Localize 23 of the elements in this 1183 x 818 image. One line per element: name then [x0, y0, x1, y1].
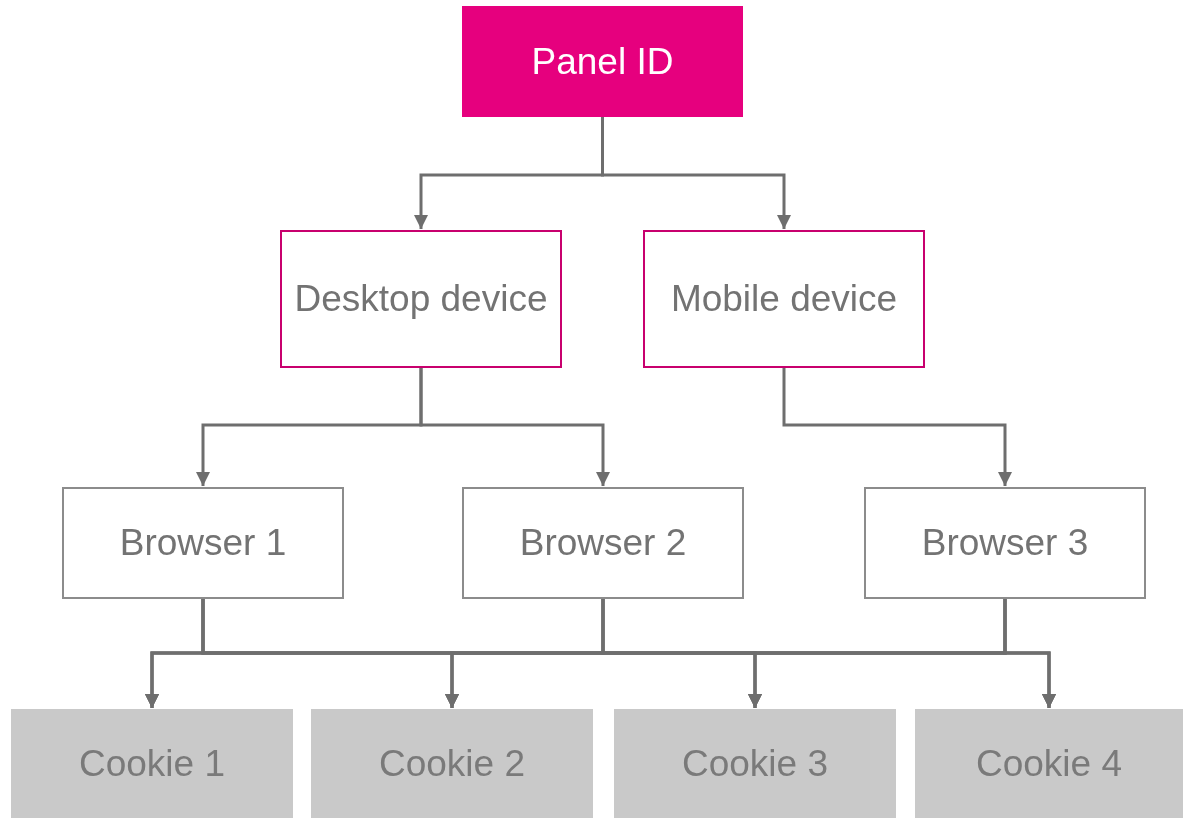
box-label: Cookie 3: [682, 741, 828, 786]
cookie-box: [915, 709, 1183, 818]
device-box: [643, 230, 925, 368]
cookie-box: [311, 709, 593, 818]
browser-box: [62, 487, 344, 599]
box-label: Cookie 1: [79, 741, 225, 786]
connector-arrow: [782, 368, 1012, 486]
cookie-box: [11, 709, 293, 818]
box-label: Cookie 2: [379, 741, 525, 786]
box-label: Browser 2: [519, 521, 687, 566]
browser-box: [864, 487, 1146, 599]
browser-box: [462, 487, 744, 599]
cookie-box: [614, 709, 896, 818]
connector-arrow: [419, 368, 610, 486]
id-box: [462, 6, 743, 117]
device-box: [280, 230, 562, 368]
box-label: Desktop device: [294, 277, 548, 322]
connector-arrow: [1003, 599, 1056, 708]
box-label: Browser 1: [119, 521, 287, 566]
box-label: Mobile device: [670, 277, 898, 322]
box-label: Panel ID: [531, 39, 674, 84]
box-label: Browser 3: [921, 521, 1089, 566]
box-label: Cookie 4: [976, 741, 1122, 786]
